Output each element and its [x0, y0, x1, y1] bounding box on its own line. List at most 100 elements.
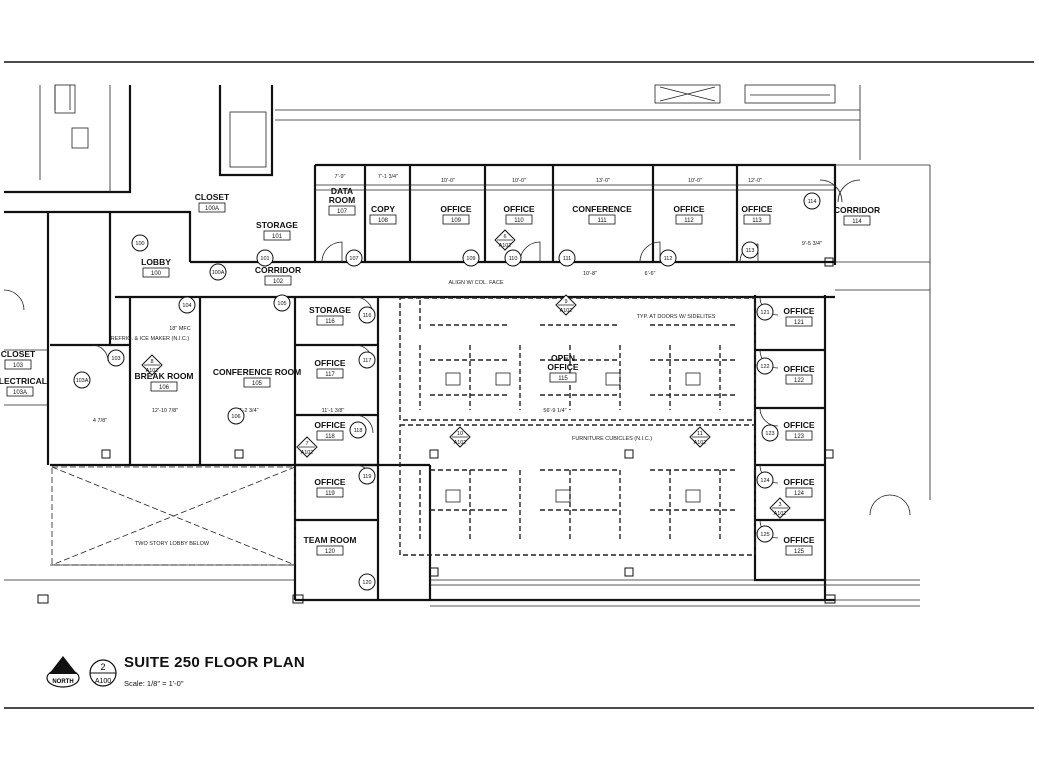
- dim-conference-room: 14'-2 3/4": [235, 408, 258, 414]
- building-context: [4, 84, 861, 194]
- door-tag-106: 106: [227, 407, 245, 425]
- room-name: OFFICE: [440, 204, 471, 214]
- door-tag-number: 119: [363, 474, 372, 480]
- callout-sheet: A100: [95, 678, 111, 685]
- dim-copy: 7'-1 3/4": [378, 174, 398, 180]
- door-tag-circle: [558, 249, 576, 267]
- room-number: 125: [794, 549, 805, 555]
- section-tag-sheet: A102: [774, 511, 787, 517]
- note-typ-doors-text: TYP. AT DOORS W/ SIDELITES: [637, 314, 716, 320]
- room-number: 118: [325, 434, 335, 440]
- room-105: CONFERENCE ROOM 105: [213, 367, 301, 388]
- door-tag-circle: [358, 467, 376, 485]
- dim-office-113: 12'-0": [748, 178, 762, 184]
- callout-number: 2: [100, 662, 105, 672]
- door-tag-number: 106: [231, 414, 240, 420]
- door-tag-number: 103A: [76, 378, 89, 384]
- room-number: 110: [514, 218, 524, 224]
- door-tag-103: 103: [107, 349, 125, 367]
- room-name: BREAK ROOM: [134, 371, 193, 381]
- room-name: CONFERENCE: [572, 204, 632, 214]
- room-number-box: [328, 205, 356, 216]
- door-tag-105: 105: [273, 294, 291, 312]
- room-name: OFFICE: [503, 204, 534, 214]
- section-tag-sheet: A102: [499, 243, 512, 249]
- room-name: CONFERENCE ROOM: [213, 367, 301, 377]
- room-number: 105: [252, 381, 263, 387]
- room-number-box: [6, 386, 34, 397]
- door-tag-circle: [73, 371, 91, 389]
- room-number-box: [505, 214, 533, 225]
- note-refrig: REFRIG. & ICE MAKER (N.I.C.): [111, 336, 190, 342]
- room-name: OFFICE: [314, 358, 345, 368]
- room-number-box: [150, 381, 178, 392]
- room-number-box: [785, 316, 813, 327]
- door-tag-116: 116: [358, 306, 376, 324]
- room-number: 114: [852, 219, 862, 225]
- room-number: 113: [752, 218, 762, 224]
- door-tag-112: 112: [659, 249, 677, 267]
- room-number: 109: [451, 218, 462, 224]
- door-tag-101: 101: [256, 249, 274, 267]
- drawing-callout: 2 A100: [88, 658, 118, 688]
- door-tag-number: 100A: [212, 270, 225, 276]
- north-label: NORTH: [52, 679, 73, 685]
- room-number: 117: [325, 372, 335, 378]
- section-tag-number: 8: [150, 359, 153, 365]
- door-tag-circle: [358, 306, 376, 324]
- dim-conference: 13'-0": [596, 178, 610, 184]
- dim-office-118: 11'-1 3/8": [322, 408, 345, 414]
- door-tag-number: 121: [760, 310, 769, 316]
- room-number-box: [675, 214, 703, 225]
- section-tag-number: 3: [778, 502, 781, 508]
- door-tag-circle: [227, 407, 245, 425]
- section-tag-number: 7: [305, 441, 308, 447]
- room-number-box: [142, 267, 170, 278]
- door-tag-100A: 100A: [209, 263, 227, 281]
- door-tag-118: 118: [349, 421, 367, 439]
- room-name: OFFICE: [783, 477, 814, 487]
- door-tag-number: 124: [760, 478, 769, 484]
- room-number: 115: [558, 376, 568, 382]
- two-story-lobby-void: [51, 466, 296, 566]
- room-number: 101: [272, 234, 283, 240]
- dimension-strings: 7'-9" 7'-1 3/4" 10'-0" 10'-0" 13'-0" 10'…: [93, 174, 822, 424]
- room-number: 106: [159, 385, 170, 391]
- door-tag-number: 118: [354, 428, 363, 434]
- section-tag-sheet: A102: [560, 308, 573, 314]
- room-name: ROOM: [329, 195, 355, 205]
- room-name: CORRIDOR: [255, 265, 301, 275]
- dim-open-office: 56'-9 1/4": [543, 408, 566, 414]
- door-tag-number: 113: [746, 248, 755, 254]
- room-110: OFFICE 110: [503, 204, 535, 225]
- door-tag-number: 120: [362, 580, 371, 586]
- door-tag-114: 114: [803, 192, 821, 210]
- room-number: 100: [151, 271, 162, 277]
- door-tag-113: 113: [741, 241, 759, 259]
- door-tag-circle: [761, 424, 779, 442]
- door-tag-122: 122: [756, 357, 774, 375]
- dim-corridor-114: 9'-5 3/4": [802, 241, 822, 247]
- dim-office-112: 10'-0": [688, 178, 702, 184]
- door-tag-number: 105: [277, 301, 286, 307]
- room-number: 103: [13, 363, 24, 369]
- room-number-box: [198, 202, 226, 213]
- room-number: 121: [794, 320, 805, 326]
- section-tag-sheet: A102: [301, 450, 314, 456]
- door-tag-107: 107: [345, 249, 363, 267]
- section-tag-number: 11: [697, 431, 703, 437]
- door-tag-circle: [178, 296, 196, 314]
- door-tag-number: 103: [111, 356, 120, 362]
- door-tag-number: 114: [808, 199, 817, 205]
